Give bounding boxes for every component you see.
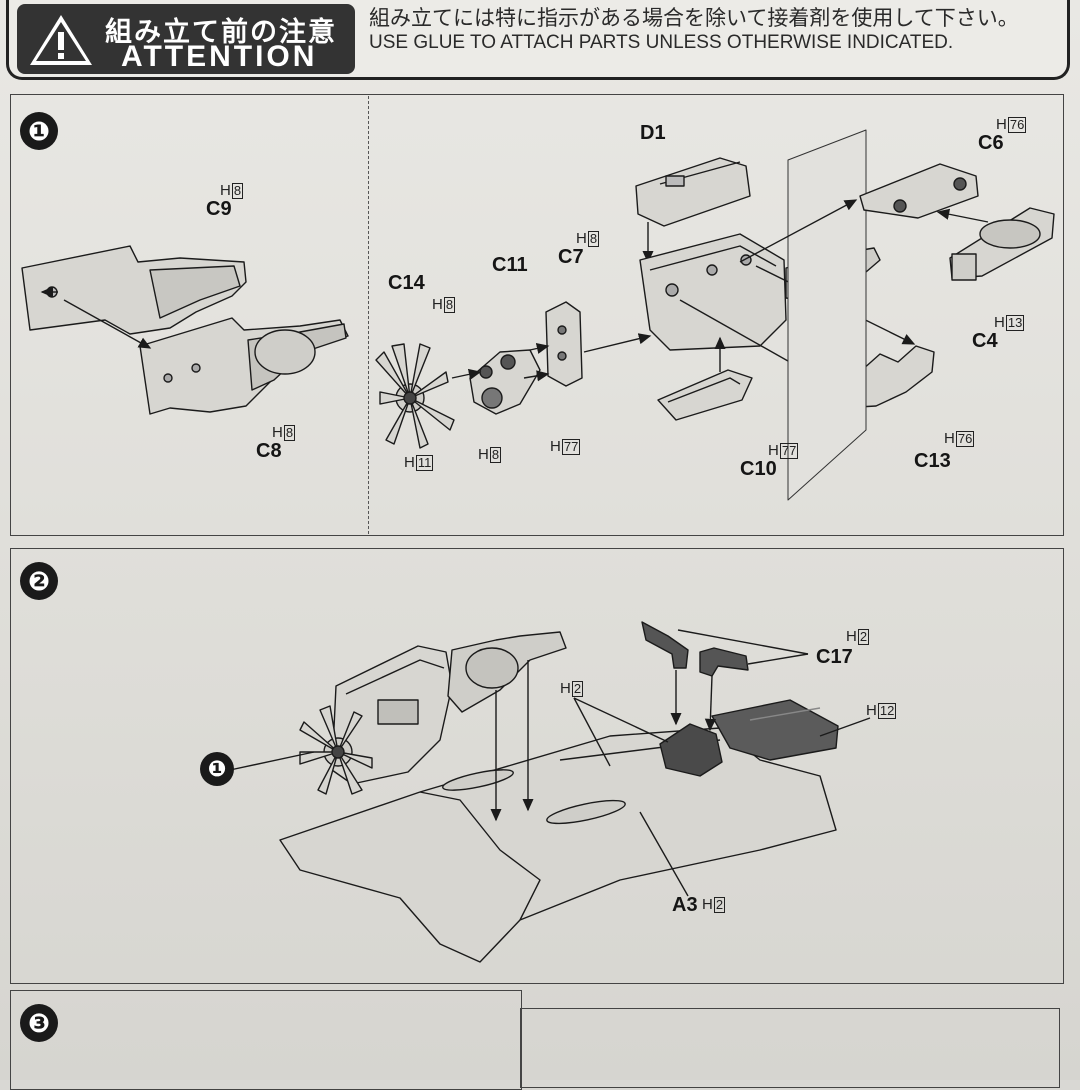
- color-number: 12: [877, 703, 897, 719]
- color-prefix: H: [994, 314, 1005, 331]
- part-label-c14: C14: [388, 272, 425, 294]
- attention-title-en: ATTENTION: [121, 40, 318, 73]
- part-label-d1: D1: [640, 122, 666, 144]
- color-number: 8: [283, 425, 296, 441]
- color-number: 8: [231, 183, 244, 199]
- part-label-c9: C9: [206, 198, 232, 220]
- part-label-c11: C11: [492, 254, 528, 276]
- part-label-c6: C6: [978, 132, 1004, 154]
- fan-on-engine: [299, 705, 373, 795]
- step-2-number: ❷: [20, 562, 58, 600]
- color-number: 13: [1005, 315, 1025, 331]
- pulley-cover-c11: [469, 349, 541, 415]
- attention-note-en: USE GLUE TO ATTACH PARTS UNLESS OTHERWIS…: [369, 32, 954, 53]
- intake-manifold-c6: [859, 163, 979, 219]
- step-1-panel: [10, 94, 1064, 536]
- color-number: 2: [857, 629, 870, 645]
- color-number: 11: [415, 455, 434, 471]
- color-prefix: H: [432, 296, 443, 313]
- color-prefix: H: [576, 230, 587, 247]
- color-prefix: H: [272, 424, 283, 441]
- color-prefix: H: [404, 454, 415, 471]
- color-number: 8: [489, 447, 502, 463]
- part-label-c7: C7: [558, 246, 584, 268]
- color-number: 8: [443, 297, 456, 313]
- fuel-tank: [711, 699, 839, 761]
- color-number: 77: [561, 439, 581, 455]
- air-cleaner-c4: [949, 207, 1055, 281]
- color-number: 77: [779, 443, 799, 459]
- color-prefix: H: [478, 446, 489, 463]
- attention-badge: 組み立て前の注意 ATTENTION: [17, 4, 355, 74]
- color-number: 76: [955, 431, 975, 447]
- step-1-number: ❶: [20, 112, 58, 150]
- color-prefix: H: [702, 896, 713, 913]
- color-number: 76: [1007, 117, 1027, 133]
- part-label-c13: C13: [914, 450, 951, 472]
- valve-cover-d1: [635, 157, 751, 227]
- color-number: 2: [571, 681, 584, 697]
- attention-title-jp: 組み立て前の注意: [105, 17, 337, 47]
- floor-pan-a3: [279, 727, 837, 963]
- color-prefix: H: [996, 116, 1007, 133]
- step-1-divider: [368, 96, 369, 534]
- transmission-half-c9: [21, 245, 247, 335]
- subassembly-1-ref: ❶: [200, 752, 234, 786]
- attention-banner: 組み立て前の注意 ATTENTION 組み立てには特に指示がある場合を除いて接着…: [6, 0, 1070, 80]
- part-label-c8: C8: [256, 440, 282, 462]
- exhaust-pipes-c17: [641, 621, 749, 677]
- attention-note-jp: 組み立てには特に指示がある場合を除いて接着剤を使用して下さい。: [369, 7, 1019, 30]
- color-prefix: H: [220, 182, 231, 199]
- color-prefix: H: [866, 702, 877, 719]
- engine-assembly: [331, 631, 567, 785]
- step-3-number: ❸: [20, 1004, 58, 1042]
- color-prefix: H: [560, 680, 571, 697]
- part-label-c4: C4: [972, 330, 998, 352]
- color-prefix: H: [944, 430, 955, 447]
- color-number: 2: [713, 897, 726, 913]
- part-label-c17: C17: [816, 646, 853, 668]
- part-label-c10: C10: [740, 458, 777, 480]
- step-2-panel: [10, 548, 1064, 984]
- fan-c14: [375, 343, 455, 449]
- color-prefix: H: [768, 442, 779, 459]
- oil-pan-c10: [657, 369, 753, 421]
- color-prefix: H: [846, 628, 857, 645]
- part-label-a3: A3: [672, 894, 698, 916]
- color-prefix: H: [550, 438, 561, 455]
- color-number: 8: [587, 231, 600, 247]
- warning-icon: [30, 15, 92, 65]
- differential-bracket: [659, 723, 723, 777]
- transmission-half-c8: [139, 317, 349, 415]
- bracket-c7: [545, 301, 583, 387]
